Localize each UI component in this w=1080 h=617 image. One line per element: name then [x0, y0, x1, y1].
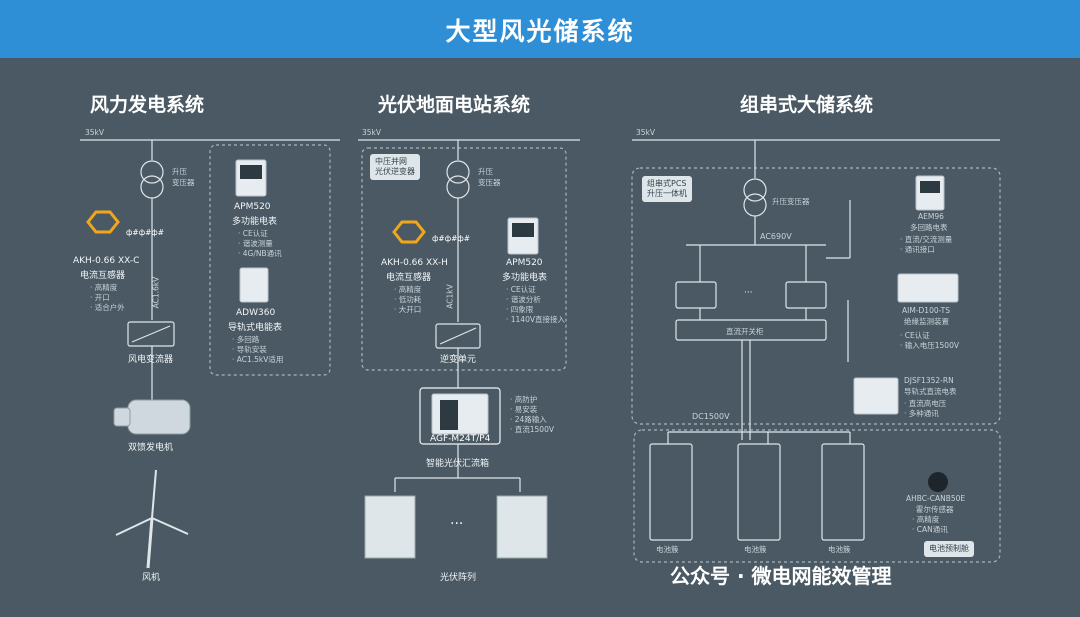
wind-ct-note-2: · 适合户外: [90, 303, 125, 312]
storage-cluster-2: 电池簇: [828, 545, 851, 554]
pv-combiner-name: 智能光伏汇流箱: [426, 459, 490, 469]
storage-dots: ···: [744, 288, 753, 298]
wind-bus-label: 35kV: [85, 128, 105, 137]
storage-meter2-note-0: · 直流高电压: [904, 399, 947, 408]
pv-ct-name: 电流互感器: [386, 273, 432, 283]
storage-transformer-label: 升压变压器: [772, 197, 810, 206]
pv-meter-name: 多功能电表: [502, 273, 548, 283]
pv-panel-right: [496, 495, 548, 559]
pv-ct-note-2: · 大开口: [394, 305, 422, 314]
pv-line-label: AC1kV: [445, 284, 455, 309]
storage-meter1-note-0: · 直流/交流测量: [900, 235, 953, 244]
wind-ct-note-1: · 开口: [90, 293, 110, 302]
pv-inverter-name: 逆变单元: [440, 355, 477, 365]
pv-ct-note-1: · 低功耗: [394, 295, 422, 304]
wind-ct-model: AKH-0.66 XX-C: [73, 256, 140, 266]
pv-dots: ···: [450, 516, 464, 532]
wind-meter1-model: APM520: [234, 202, 271, 212]
wind-meter2-note-0: · 多回路: [232, 335, 260, 344]
storage-meter1-model: AEM96: [918, 212, 944, 221]
wind-meter1-note-1: · 谐波测量: [238, 239, 273, 248]
wind-meter2-note-2: · AC1.5kV适用: [232, 355, 284, 364]
pv-ct-note-0: · 高精度: [394, 285, 422, 294]
storage-meter2-note-1: · 多种通讯: [904, 409, 939, 418]
storage-meter2-model: DJSF1352-RN: [904, 376, 954, 385]
storage-bus-label: 35kV: [636, 128, 656, 137]
storage-transformer-icon: [743, 178, 767, 202]
generator-image: [127, 399, 191, 435]
pv-meter-note-0: · CE认证: [506, 285, 536, 294]
wind-converter-icon: [127, 321, 175, 347]
pv-combiner-model: AGF-M24T/P4: [430, 434, 491, 444]
pv-switch-symbols: ф#ф#ф#: [432, 234, 471, 243]
wind-meter2-note-1: · 导轨安装: [232, 345, 267, 354]
hall-sensor-image: [928, 472, 948, 492]
wind-section-title: 风力发电系统: [90, 94, 205, 116]
pv-combiner-note-0: · 高防护: [510, 395, 538, 404]
wind-meter1-name: 多功能电表: [232, 217, 278, 227]
wind-ct-note-0: · 高精度: [90, 283, 118, 292]
storage-switch-label: 直流开关柜: [726, 327, 764, 336]
title-banner: [0, 0, 1080, 58]
storage-meter1-name: 多回路电表: [910, 223, 948, 232]
pv-meter-note-3: · 1140V直接接入: [506, 315, 565, 324]
storage-sensor-note-0: · 高精度: [912, 515, 940, 524]
wind-line-label: AC1.6kV: [151, 276, 161, 309]
wind-generator-name: 双馈发电机: [128, 443, 174, 453]
storage-module-name: 绝缘监测装置: [904, 317, 949, 326]
storage-cluster-1: 电池簇: [744, 545, 767, 554]
pv-transformer-label: 升压 变压器: [478, 167, 501, 187]
storage-module-note-0: · CE认证: [900, 331, 930, 340]
page-title: 大型风光储系统: [445, 17, 635, 46]
storage-sensor-name: 霍尔传感器: [916, 505, 954, 514]
pv-ct-icon: [392, 220, 426, 244]
pv-meter-note-2: · 四象限: [506, 305, 534, 314]
storage-module-note-1: · 输入电压1500V: [900, 341, 959, 350]
wind-ct-icon: [86, 210, 120, 234]
pv-meter-model: APM520: [506, 258, 543, 268]
storage-section-title: 组串式大储系统: [740, 94, 874, 116]
pv-meter-note-1: · 谐波分析: [506, 295, 541, 304]
pv-section-title: 光伏地面电站系统: [378, 94, 531, 116]
wind-meter1-note-0: · CE认证: [238, 229, 268, 238]
wind-meter2-image: [239, 267, 269, 303]
wind-converter-name: 风电变流器: [128, 355, 174, 365]
wind-switch-symbols: ф#ф#ф#: [126, 228, 165, 237]
wind-meter2-name: 导轨式电能表: [228, 323, 283, 333]
storage-sensor-note-1: · CAN通讯: [912, 525, 948, 534]
storage-box-label: 组串式PCS 升压一体机: [642, 176, 692, 202]
wind-transformer-label: 升压 变压器: [172, 167, 195, 187]
storage-meter2-image: [853, 377, 899, 415]
watermark: 公众号 · 微电网能效管理: [670, 564, 892, 588]
wind-meter2-model: ADW360: [236, 308, 276, 318]
pv-combiner-note-3: · 直流1500V: [510, 425, 554, 434]
wind-meter1-note-2: · 4G/NB通讯: [238, 249, 282, 258]
pv-ct-model: AKH-0.66 XX-H: [381, 258, 448, 268]
pv-transformer-icon: [446, 160, 470, 184]
pv-box-label: 中压并网 光伏逆变器: [370, 154, 420, 180]
storage-ac-label: AC690V: [760, 232, 792, 241]
pv-panel-left: [364, 495, 416, 559]
wind-transformer-icon: [140, 160, 164, 184]
wind-turbine-name: 风机: [142, 573, 161, 583]
pv-bus-label: 35kV: [362, 128, 382, 137]
storage-meter1-note-1: · 通讯接口: [900, 245, 935, 254]
pv-combiner-note-1: · 易安装: [510, 405, 538, 414]
pv-combiner-note-2: · 24路输入: [510, 415, 547, 424]
storage-cabinet-label: 电池预制舱: [924, 541, 974, 557]
storage-module-image: [897, 273, 959, 303]
storage-cluster-0: 电池簇: [656, 545, 679, 554]
storage-sensor-model: AHBC-CANB50E: [906, 494, 966, 503]
wind-ct-name: 电流互感器: [80, 271, 126, 281]
storage-meter2-name: 导轨式直流电表: [904, 387, 957, 396]
storage-dc-label: DC1500V: [692, 412, 730, 421]
pv-array-name: 光伏阵列: [440, 573, 477, 583]
storage-module-model: AIM-D100-TS: [902, 306, 950, 315]
